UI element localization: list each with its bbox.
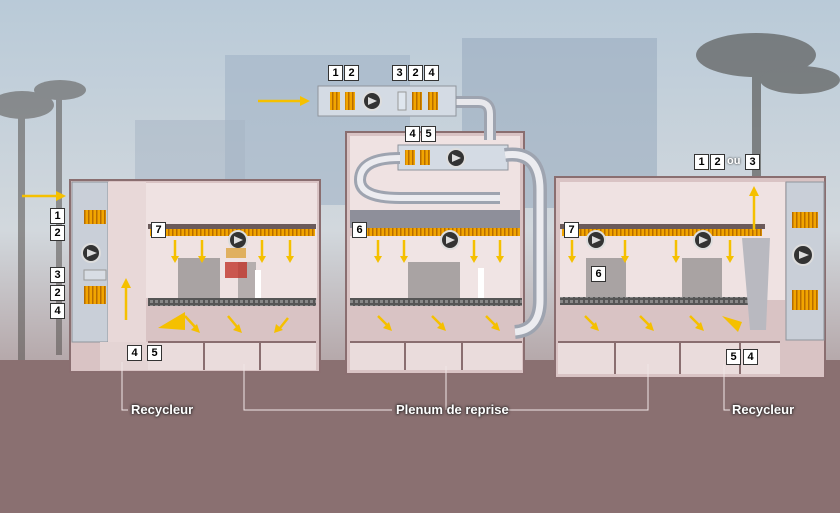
supply-ducts — [353, 96, 547, 339]
badge-room1-7: 7 — [151, 222, 166, 238]
badge-room3-7: 7 — [564, 222, 579, 238]
badge-rightbottom-5: 5 — [726, 349, 741, 365]
badge-left-2b: 2 — [50, 285, 65, 301]
badge-mid-5: 5 — [421, 126, 436, 142]
airflow-arrows — [22, 96, 759, 333]
grating-floor — [560, 297, 748, 305]
badge-top-2b: 2 — [408, 65, 423, 81]
grating-floor — [350, 298, 522, 306]
label-ou: ou — [727, 155, 741, 167]
badge-left-4: 4 — [50, 303, 65, 319]
badge-topright-1: 1 — [694, 154, 709, 170]
badge-room2-6: 6 — [352, 222, 367, 238]
label-recycleur-left: Recycleur — [131, 402, 194, 417]
grating-floor — [148, 298, 316, 306]
label-connectors — [121, 362, 730, 411]
badge-top-2: 2 — [344, 65, 359, 81]
badge-rightbottom-4: 4 — [743, 349, 758, 365]
label-recycleur-right: Recycleur — [732, 402, 795, 417]
label-plenum: Plenum de reprise — [396, 402, 509, 417]
left-module — [69, 179, 321, 373]
badge-top-4: 4 — [424, 65, 439, 81]
badge-topright-3: 3 — [745, 154, 760, 170]
badge-leftbottom-4: 4 — [127, 345, 142, 361]
top-air-handling-unit — [317, 85, 457, 117]
ground — [0, 360, 840, 513]
badge-top-3: 3 — [392, 65, 407, 81]
badge-room3-6: 6 — [591, 266, 606, 282]
badge-left-1: 1 — [50, 208, 65, 224]
badge-left-2: 2 — [50, 225, 65, 241]
badge-leftbottom-5: 5 — [147, 345, 162, 361]
badge-topright-2: 2 — [710, 154, 725, 170]
badge-top-1: 1 — [328, 65, 343, 81]
palm-tree-right — [696, 33, 840, 190]
badge-left-3: 3 — [50, 267, 65, 283]
badge-mid-4: 4 — [405, 126, 420, 142]
